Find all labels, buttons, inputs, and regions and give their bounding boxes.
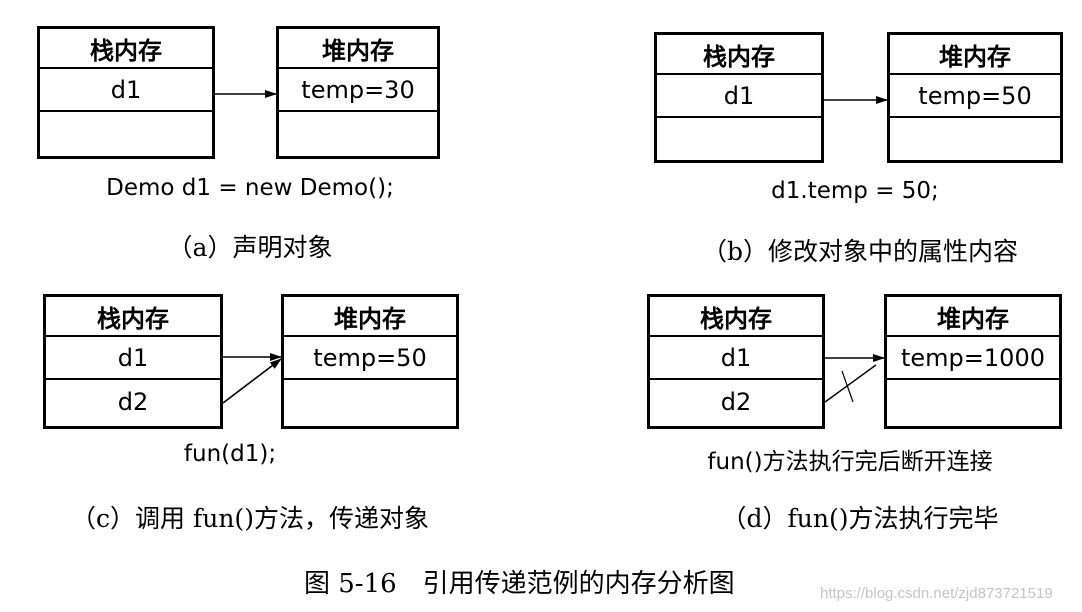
stack-memory-title: 栈内存: [40, 29, 212, 69]
watermark: https://blog.csdn.net/zjd873721519: [820, 585, 1053, 602]
panel-d-heap-memory: 堆内存 temp=1000: [884, 294, 1062, 429]
panel-a-stack-memory: 栈内存 d1: [37, 26, 215, 159]
panel-b-heap-memory: 堆内存 temp=50: [887, 32, 1063, 163]
panel-c-code: fun(d1);: [183, 441, 277, 467]
panel-c-heap-memory: 堆内存 temp=50: [281, 294, 459, 429]
panel-b-stack-memory: 栈内存 d1: [654, 32, 824, 163]
heap-memory-title: 堆内存: [279, 29, 437, 69]
figure-caption: 图 5-16 引用传递范例的内存分析图: [304, 569, 735, 599]
panel-b-caption: （b）修改对象中的属性内容: [701, 237, 1018, 266]
stack-cell-d1: d1: [46, 337, 220, 380]
stack-cell-d1: d1: [40, 69, 212, 112]
panel-d-d2-broken-reference: [824, 364, 877, 403]
panel-b-code: d1.temp = 50;: [771, 178, 939, 204]
panel-c-caption: （c）调用 fun()方法，传递对象: [71, 504, 429, 533]
stack-cell-d1: d1: [657, 75, 821, 118]
heap-memory-title: 堆内存: [284, 297, 456, 337]
stack-cell-d2: d2: [720, 387, 752, 416]
panel-a-heap-memory: 堆内存 temp=30: [276, 26, 440, 159]
panel-c-d2-reference-arrow: [222, 358, 282, 404]
panel-d-caption: （d）fun()方法执行完毕: [721, 504, 999, 533]
panel-c-stack-memory: 栈内存 d1 d2: [43, 294, 223, 429]
stack-cell-d2: d2: [117, 387, 149, 416]
stack-memory-title: 栈内存: [46, 297, 220, 337]
stack-cell-d1: d1: [650, 337, 822, 380]
panel-d-break-mark: [841, 370, 854, 403]
heap-cell-temp: temp=30: [279, 69, 437, 112]
panel-d-code: fun()方法执行完后断开连接: [707, 449, 993, 475]
heap-cell-temp: temp=50: [890, 75, 1060, 118]
heap-cell-temp: temp=50: [284, 337, 456, 380]
panel-a-code: Demo d1 = new Demo();: [106, 175, 394, 201]
stack-memory-title: 栈内存: [657, 35, 821, 75]
panel-a-caption: （a）声明对象: [167, 233, 333, 262]
stack-memory-title: 栈内存: [650, 297, 822, 337]
panel-d-stack-memory: 栈内存 d1 d2: [647, 294, 825, 429]
heap-memory-title: 堆内存: [890, 35, 1060, 75]
heap-memory-title: 堆内存: [887, 297, 1059, 337]
heap-cell-temp: temp=1000: [887, 337, 1059, 380]
